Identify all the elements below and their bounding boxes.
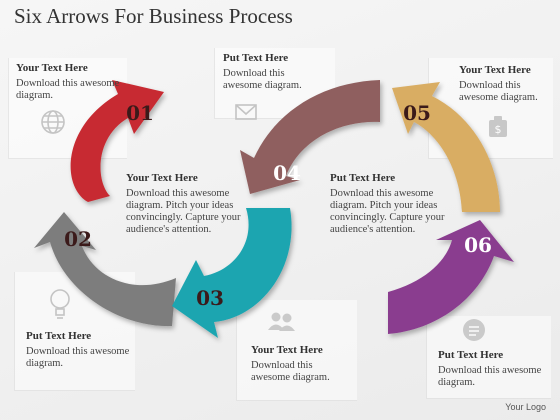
arrow-step-6 (388, 220, 514, 334)
caption-step-4: Put Text Here Download this awesome diag… (223, 52, 323, 92)
arrow-step-1 (70, 80, 164, 202)
caption-body: Download this awesome diagram. Pitch you… (330, 188, 445, 235)
lightbulb-icon (50, 289, 70, 319)
page-title: Six Arrows For Business Process (14, 4, 293, 28)
caption-heading: Your Text Here (16, 62, 88, 74)
caption-body: Download this awesome diagram. (438, 365, 542, 388)
step-number-6: 06 (464, 233, 492, 257)
caption-body: Download this awesome diagram. (26, 346, 130, 369)
step-number-3: 03 (196, 286, 224, 310)
caption-step-5: Your Text Here Download this awesome dia… (459, 64, 549, 104)
step-number-4: 04 (273, 161, 301, 185)
step-number-2: 02 (64, 227, 92, 251)
caption-heading: Put Text Here (26, 330, 92, 342)
caption-heading: Your Text Here (459, 64, 531, 76)
caption-body: Download this awesome diagram. Pitch you… (126, 188, 241, 235)
step-number-1: 01 (126, 101, 154, 125)
users-icon (268, 312, 295, 331)
caption-heading: Your Text Here (251, 344, 323, 356)
caption-body: Download this awesome diagram. (16, 78, 120, 101)
caption-body: Download this awesome diagram. (223, 68, 302, 91)
caption-step-1: Your Text Here Download this awesome dia… (16, 62, 120, 102)
speech-bubble-icon (463, 319, 485, 341)
panel-step-6 (426, 316, 551, 399)
caption-step-3: Your Text Here Download this awesome dia… (251, 344, 351, 384)
svg-text:$: $ (495, 123, 502, 136)
globe-icon (41, 110, 65, 134)
caption-step-2: Put Text Here Download this awesome diag… (26, 330, 130, 370)
caption-step-6: Put Text Here Download this awesome diag… (438, 349, 542, 389)
caption-heading: Put Text Here (438, 349, 504, 361)
arrow-step-4 (240, 80, 380, 194)
caption-heading: Your Text Here (126, 172, 198, 184)
caption-body: Download this awesome diagram. (251, 360, 330, 383)
caption-body: Download this awesome diagram. (459, 80, 538, 103)
arrow-step-2 (34, 212, 176, 327)
caption-center-right: Put Text Here Download this awesome diag… (330, 172, 448, 236)
money-bag-icon: $ (489, 116, 507, 137)
caption-heading: Put Text Here (223, 52, 289, 64)
caption-center-left: Your Text Here Download this awesome dia… (126, 172, 244, 236)
footer-logo: Your Logo (505, 402, 546, 412)
arrow-step-3 (172, 208, 292, 338)
envelope-icon (235, 104, 257, 120)
step-number-5: 05 (403, 101, 431, 125)
arrow-step-5 (392, 82, 500, 212)
caption-heading: Put Text Here (330, 172, 396, 184)
panel-step-3 (236, 300, 357, 401)
